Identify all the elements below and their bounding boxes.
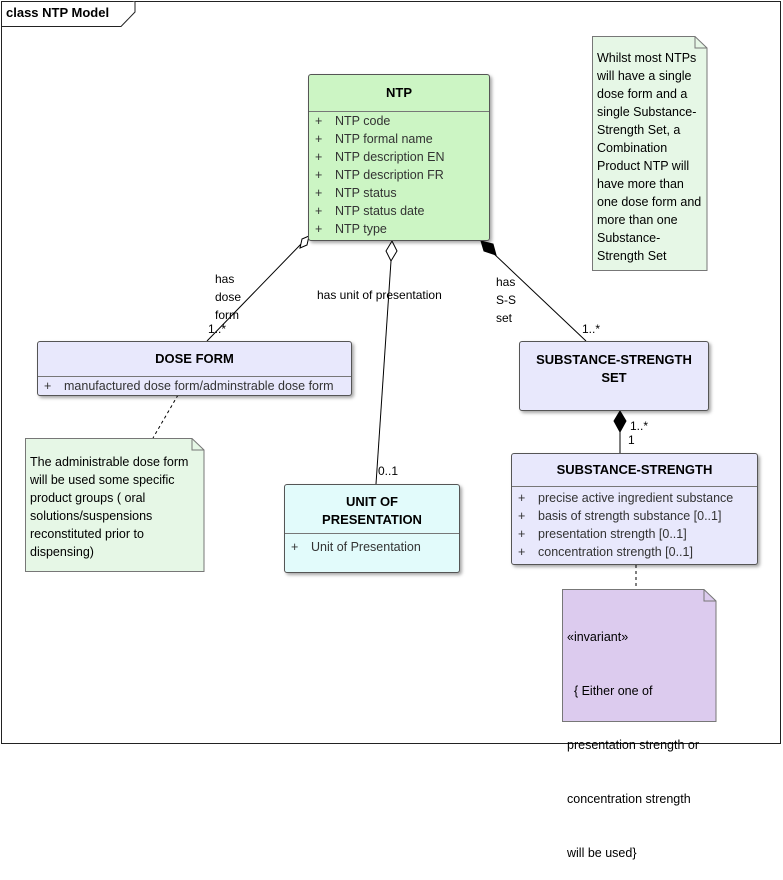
unit-of-presentation-attributes: +Unit of Presentation bbox=[285, 533, 459, 556]
unit-of-presentation-class[interactable]: UNIT OF PRESENTATION +Unit of Presentati… bbox=[284, 484, 460, 573]
ntp-attribute[interactable]: +NTP type bbox=[315, 222, 387, 236]
set-to-substance-composition-diamond bbox=[613, 410, 627, 434]
has-unit-of-presentation-multiplicity: 0..1 bbox=[378, 464, 399, 478]
has-dose-form-label: has dose form bbox=[215, 272, 242, 322]
ntp-attribute[interactable]: +NTP description FR bbox=[315, 168, 444, 182]
has-unit-of-presentation-aggregation-diamond bbox=[385, 239, 398, 263]
has-ss-set-composition-diamond bbox=[480, 240, 497, 256]
substance-strength-attribute[interactable]: +presentation strength [0..1] bbox=[518, 527, 687, 541]
has-dose-form-line[interactable] bbox=[206, 241, 304, 342]
substance-strength-set-class[interactable]: SUBSTANCE-STRENGTH SET bbox=[519, 341, 709, 411]
unit-of-presentation-class-name: UNIT OF PRESENTATION bbox=[322, 494, 422, 527]
set-to-substance-multiplicity-top: 1..* bbox=[630, 419, 649, 433]
substance-strength-set-class-name: SUBSTANCE-STRENGTH SET bbox=[536, 352, 692, 385]
ntp-attribute[interactable]: +NTP description EN bbox=[315, 150, 445, 164]
ntp-attributes: +NTP code +NTP formal name +NTP descript… bbox=[309, 111, 489, 238]
set-to-substance-multiplicity-bottom: 1 bbox=[628, 433, 635, 447]
substance-strength-attribute[interactable]: +precise active ingredient substance bbox=[518, 491, 734, 505]
dose-form-attributes: +manufactured dose form/adminstrable dos… bbox=[38, 376, 351, 395]
invariant-note[interactable]: «invariant» { Either one of presentation… bbox=[567, 630, 700, 860]
has-ss-set-label: has S-S set bbox=[496, 275, 517, 325]
ntp-attribute[interactable]: +NTP status bbox=[315, 186, 397, 200]
has-ss-set-multiplicity: 1..* bbox=[582, 322, 601, 336]
dose-form-note[interactable]: The administrable dose form will be used… bbox=[30, 455, 189, 559]
ntp-attribute[interactable]: +NTP formal name bbox=[315, 132, 433, 146]
ntp-attribute[interactable]: +NTP code bbox=[315, 114, 391, 128]
invariant-note-shape bbox=[562, 589, 717, 722]
has-ss-set-line[interactable] bbox=[491, 251, 587, 342]
has-unit-of-presentation-label: has unit of presentation bbox=[317, 288, 442, 302]
has-dose-form-multiplicity: 1..* bbox=[208, 322, 227, 336]
ntp-attribute[interactable]: +NTP status date bbox=[315, 204, 425, 218]
ntp-class[interactable]: NTP +NTP code +NTP formal name +NTP desc… bbox=[308, 74, 490, 241]
frame-title-tab bbox=[1, 1, 136, 27]
combination-product-note[interactable]: Whilst most NTPs will have a single dose… bbox=[597, 51, 702, 263]
dose-form-class-name: DOSE FORM bbox=[155, 351, 234, 366]
combination-note-shape bbox=[592, 36, 708, 271]
substance-strength-attribute[interactable]: +concentration strength [0..1] bbox=[518, 545, 693, 559]
ntp-class-name: NTP bbox=[386, 85, 412, 100]
has-unit-of-presentation-line[interactable] bbox=[375, 260, 392, 485]
dose-form-note-anchor bbox=[152, 394, 179, 439]
substance-strength-attribute[interactable]: +basis of strength substance [0..1] bbox=[518, 509, 722, 523]
frame-title: class NTP Model bbox=[6, 5, 110, 20]
substance-strength-attributes: +precise active ingredient substance +ba… bbox=[512, 486, 757, 561]
dose-form-attribute[interactable]: +manufactured dose form/adminstrable dos… bbox=[44, 379, 334, 393]
unit-of-presentation-attribute[interactable]: +Unit of Presentation bbox=[291, 540, 421, 554]
diagram-canvas bbox=[1, 1, 781, 744]
has-dose-form-aggregation-diamond bbox=[299, 235, 310, 249]
substance-strength-class-name: SUBSTANCE-STRENGTH bbox=[556, 462, 713, 477]
dose-form-class[interactable]: DOSE FORM +manufactured dose form/admins… bbox=[37, 341, 352, 396]
substance-strength-class[interactable]: SUBSTANCE-STRENGTH +precise active ingre… bbox=[511, 453, 758, 565]
dose-form-note-shape bbox=[25, 438, 205, 572]
